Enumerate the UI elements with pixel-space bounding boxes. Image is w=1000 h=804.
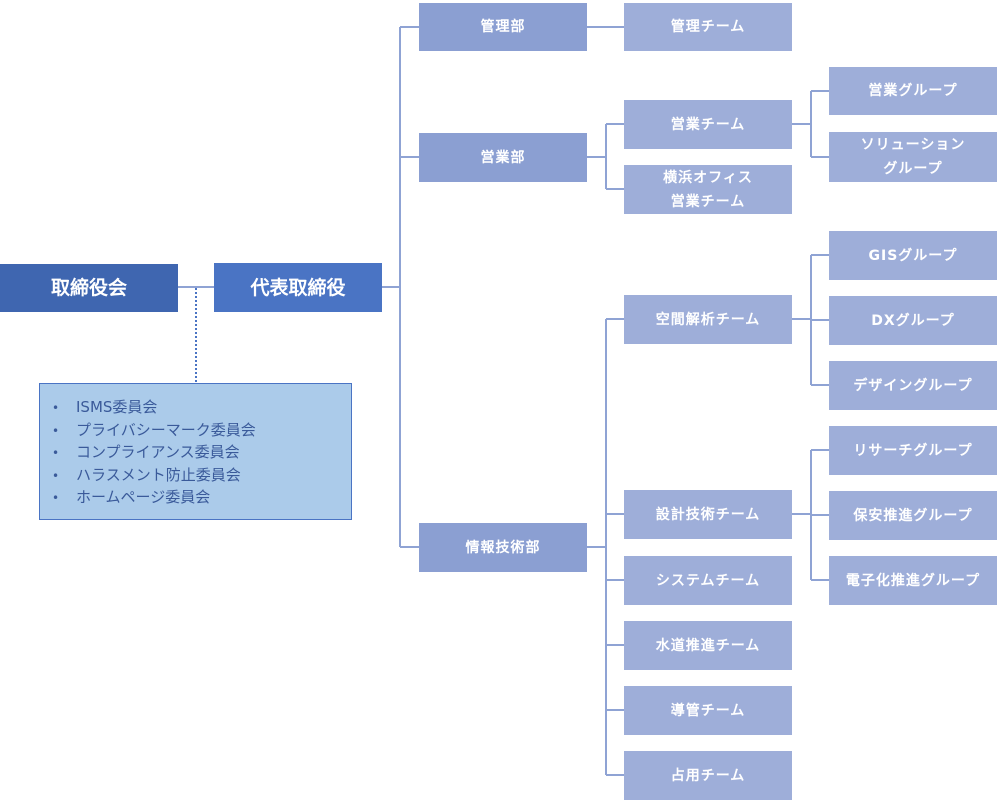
committee-item: •ホームページ委員会 xyxy=(52,488,211,506)
team-box: 横浜オフィス 営業チーム xyxy=(624,165,792,214)
team-box: 水道推進チーム xyxy=(624,621,792,670)
group-box: 保安推進グループ xyxy=(829,491,997,540)
group-box: GISグループ xyxy=(829,231,997,280)
group-box: 電子化推進グループ xyxy=(829,556,997,605)
committee-label: ホームページ委員会 xyxy=(76,488,211,506)
team-box: 管理チーム xyxy=(624,3,792,51)
committee-label: ISMS委員会 xyxy=(76,398,158,416)
team-box: 営業チーム xyxy=(624,100,792,149)
committee-item: •ハラスメント防止委員会 xyxy=(52,465,241,484)
group-box: デザイングループ xyxy=(829,361,997,410)
team-box: 導管チーム xyxy=(624,686,792,735)
team-box: 設計技術チーム xyxy=(624,490,792,539)
committee-list: •ISMS委員会 •プライバシーマーク委員会 •コンプライアンス委員会 •ハラス… xyxy=(39,383,352,520)
group-box: 営業グループ xyxy=(829,67,997,115)
committee-item: •ISMS委員会 xyxy=(52,398,158,416)
team-box: 空間解析チーム xyxy=(624,295,792,344)
committee-item: •コンプライアンス委員会 xyxy=(52,443,240,461)
team-box: システムチーム xyxy=(624,556,792,605)
committee-item: •プライバシーマーク委員会 xyxy=(52,420,256,439)
group-box: リサーチグループ xyxy=(829,426,997,475)
dept-sales: 営業部 xyxy=(419,133,587,182)
committee-label: プライバシーマーク委員会 xyxy=(76,420,256,439)
group-box: DXグループ xyxy=(829,296,997,345)
group-box: ソリューション グループ xyxy=(829,132,997,182)
dept-admin: 管理部 xyxy=(419,3,587,51)
ceo-box: 代表取締役 xyxy=(214,263,382,312)
team-box: 占用チーム xyxy=(624,751,792,800)
dept-it: 情報技術部 xyxy=(419,523,587,572)
board-box: 取締役会 xyxy=(0,264,178,312)
committee-label: コンプライアンス委員会 xyxy=(76,443,240,461)
committee-label: ハラスメント防止委員会 xyxy=(76,465,241,484)
